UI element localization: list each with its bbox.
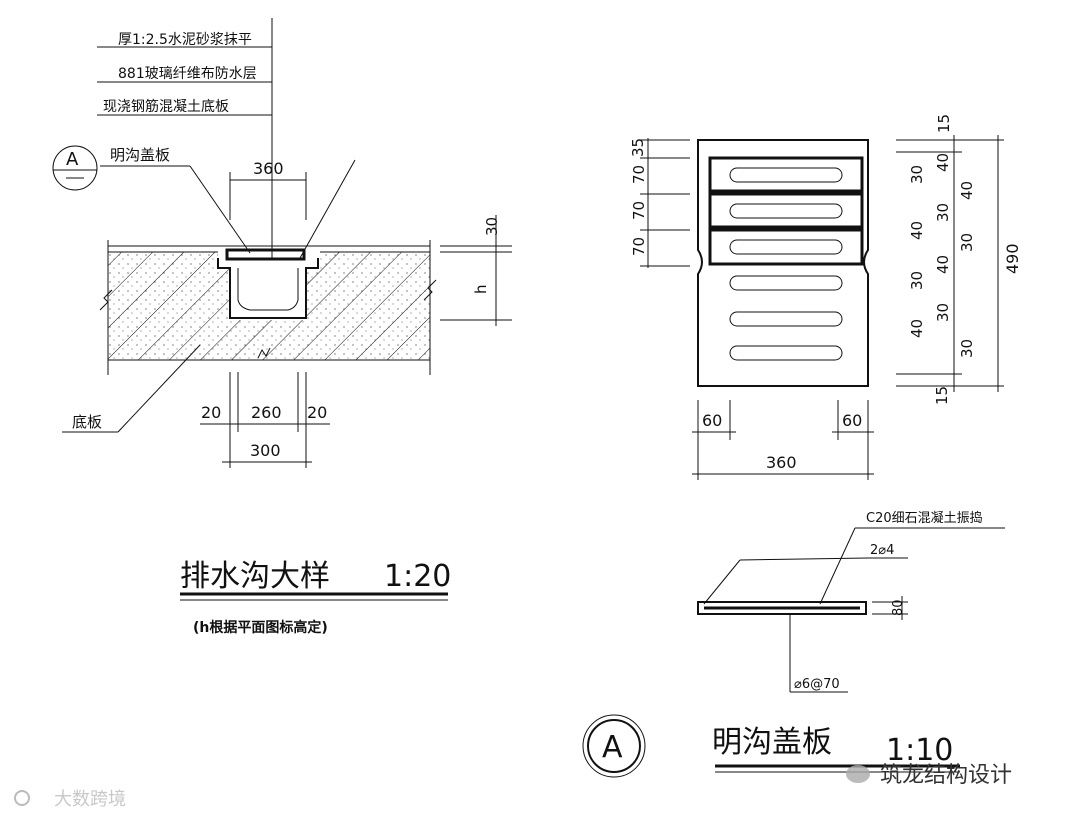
dim-35: 35 — [629, 138, 647, 157]
dim-30-3: 30 — [958, 233, 976, 252]
section-marker-letter: A — [66, 149, 79, 170]
dim-360: 360 — [253, 159, 284, 178]
plate-title: 明沟盖板 — [712, 725, 832, 760]
dim-30-2: 30 — [934, 203, 952, 222]
dim-20-left: 20 — [201, 403, 221, 422]
drainage-slots — [729, 167, 843, 361]
ditch-cover-plate — [225, 248, 306, 261]
dim-40-1: 40 — [934, 153, 952, 172]
dim-30-1: 30 — [908, 165, 926, 184]
ditch-channel — [237, 268, 299, 311]
dim-40-4: 40 — [934, 255, 952, 274]
section-concrete-label: C20细石混凝土振捣 — [866, 510, 983, 526]
wechat-icon — [846, 765, 870, 783]
dim-15-bottom: 15 — [933, 386, 951, 405]
dim-60-left: 60 — [702, 411, 722, 430]
cover-plate-detail: 35 70 70 70 15 40 40 40 40 40 15 30 30 3… — [582, 114, 1022, 778]
layer-label-mortar: 厚1:2.5水泥砂浆抹平 — [118, 32, 252, 48]
section-plate — [697, 601, 867, 615]
dim-30-4: 30 — [908, 271, 926, 290]
watermark-text-right: 筑龙结构设计 — [880, 763, 1012, 788]
detail-note: (h根据平面图标高定) — [193, 619, 328, 636]
section-stirrup-label: ⌀6@70 — [794, 677, 840, 692]
watermark-right: 筑龙结构设计 — [846, 763, 1012, 788]
dim-260: 260 — [251, 403, 282, 422]
dim-30-6: 30 — [958, 339, 976, 358]
dim-490: 490 — [1003, 243, 1022, 274]
dim-70-b: 70 — [630, 201, 648, 220]
cover-label: 明沟盖板 — [110, 146, 170, 164]
layer-label-slab: 现浇钢筋混凝土底板 — [103, 98, 229, 115]
watermark-left: 大数跨境 — [14, 789, 126, 810]
dim-60-right: 60 — [842, 411, 862, 430]
dim-h: h — [472, 284, 490, 294]
title-marker-letter: A — [602, 730, 623, 765]
dim-15-top: 15 — [935, 114, 953, 133]
title-marker-circle — [582, 714, 646, 778]
base-label: 底板 — [72, 413, 102, 431]
dim-360-plate: 360 — [766, 453, 797, 472]
dim-70-a: 70 — [630, 165, 648, 184]
section-rebar-label: 2⌀4 — [870, 543, 894, 558]
section-thickness: 80 — [891, 599, 906, 616]
dim-40-5: 40 — [908, 319, 926, 338]
drainage-ditch-detail: 厚1:2.5水泥砂浆抹平 881玻璃纤维布防水层 现浇钢筋混凝土底板 A 明沟盖… — [52, 18, 512, 636]
section-marker-circle — [52, 145, 98, 191]
watermark-text-left: 大数跨境 — [54, 789, 126, 810]
ditch-waterproof-line — [217, 258, 319, 319]
dim-40-2: 40 — [958, 181, 976, 200]
dim-20-right: 20 — [307, 403, 327, 422]
dim-30: 30 — [483, 217, 501, 236]
logo-icon — [14, 790, 30, 806]
dim-40-3: 40 — [908, 221, 926, 240]
cover-plate-outline — [697, 139, 869, 387]
dim-70-c: 70 — [630, 237, 648, 256]
detail-scale: 1:20 — [384, 559, 451, 594]
dim-300: 300 — [250, 441, 281, 460]
layer-label-waterproof: 881玻璃纤维布防水层 — [118, 65, 257, 82]
plate-scale: 1:10 — [886, 733, 953, 768]
detail-title: 排水沟大样 — [180, 559, 330, 594]
dim-30-5: 30 — [934, 303, 952, 322]
